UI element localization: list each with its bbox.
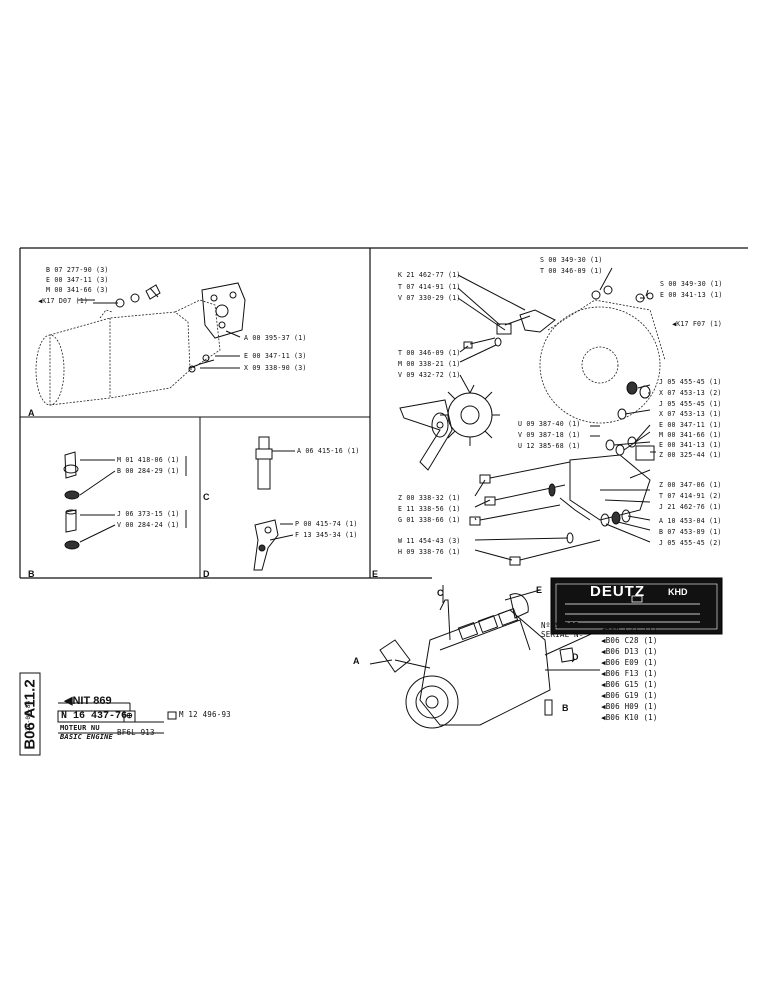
part-label: Z 00 338-32 (1) xyxy=(398,494,461,502)
callout-e: E xyxy=(536,585,543,595)
part-label: E 00 341-13 (1) xyxy=(659,441,722,449)
part-label: M 00 341-66 (1) xyxy=(659,431,722,439)
part-label: U 09 387-40 (1) xyxy=(518,420,581,428)
part-label: V 07 330-29 (1) xyxy=(398,294,461,302)
serial-label-fr: Nº SERIE xyxy=(541,621,579,630)
serial-label-en: SERIAL Nº xyxy=(541,630,584,639)
part-label: T 00 346-09 (1) xyxy=(540,267,603,275)
part-label: P 00 415-74 (1) xyxy=(295,520,358,528)
part-label: E 00 347-11 (3) xyxy=(244,352,307,360)
nameplate-sub: KHD xyxy=(668,587,688,597)
alternator-drawing xyxy=(539,299,666,424)
part-label: A 10 453-04 (1) xyxy=(659,517,722,525)
part-label: V 00 284-24 (1) xyxy=(117,521,180,529)
part-label: K 21 462-77 (1) xyxy=(398,271,461,279)
nameplate-brand: DEUTZ xyxy=(590,583,645,600)
part-label: A 06 415-16 (1) xyxy=(297,447,360,455)
part-label: W 11 454-43 (3) xyxy=(398,537,461,545)
ref-item: ◀B06 K10 (1) xyxy=(601,713,658,722)
part-label: T 07 414-91 (1) xyxy=(398,283,461,291)
section-label-d: D xyxy=(203,569,210,579)
alternate-part-number: M 12 496-93 xyxy=(179,710,231,719)
part-label: E 00 347-11 (1) xyxy=(659,421,722,429)
part-label: M 00 338-21 (1) xyxy=(398,360,461,368)
part-label: A 00 395-37 (1) xyxy=(244,334,307,342)
part-reference: ◀K17 F07 (1) xyxy=(672,320,723,328)
part-label: S 00 349-30 (1) xyxy=(660,280,723,288)
part-label: J 05 455-45 (1) xyxy=(659,400,722,408)
callout-c: C xyxy=(437,588,444,598)
lock-icon: ⊕ xyxy=(126,711,133,720)
section-label-c: C xyxy=(203,492,210,502)
part-label: B 00 284-29 (1) xyxy=(117,467,180,475)
ref-item: ◀B06 H09 (1) xyxy=(601,702,658,711)
part-label: J 05 455-45 (1) xyxy=(659,378,722,386)
part-label: Z 00 325-44 (1) xyxy=(659,451,722,459)
part-label: E 00 341-13 (1) xyxy=(660,291,723,299)
ref-item: ◀B06 D13 (1) xyxy=(601,647,658,656)
ref-item: ◀B06 E09 (1) xyxy=(601,658,658,667)
part-label: B 07 277-90 (3) xyxy=(46,266,109,274)
part-label: H 09 338-76 (1) xyxy=(398,548,461,556)
sheet-date: 26-09-84 xyxy=(25,700,32,732)
callout-a: A xyxy=(353,656,360,666)
ref-item: ◀B06 C28 (1) xyxy=(601,636,658,645)
part-label: J 05 455-45 (2) xyxy=(659,539,722,547)
engine-drawing xyxy=(369,585,601,729)
part-label: S 00 349-30 (1) xyxy=(540,256,603,264)
part-label: X 07 453-13 (2) xyxy=(659,389,722,397)
name-fr: MOTEUR NU xyxy=(60,724,100,732)
part-reference: ◀K17 D07 (1) xyxy=(38,297,89,305)
part-label: X 09 338-90 (3) xyxy=(244,364,307,372)
section-label-b: B xyxy=(28,569,35,579)
callout-d: D xyxy=(572,652,579,662)
part-label: J 06 373-15 (1) xyxy=(117,510,180,518)
name-en: BASIC ENGINE xyxy=(60,733,113,741)
part-label: X 07 453-13 (1) xyxy=(659,410,722,418)
ref-item: ◀B06 C27 (1) xyxy=(601,625,658,634)
ref-item: ◀B06 G15 (1) xyxy=(601,680,658,689)
part-label: Z 00 347-06 (1) xyxy=(659,481,722,489)
section-label-a: A xyxy=(28,408,35,418)
part-label: F 13 345-34 (1) xyxy=(295,531,358,539)
title-block-frame xyxy=(19,672,177,756)
ref-item: ◀B06 G19 (1) xyxy=(601,691,658,700)
part-label: V 09 432-72 (1) xyxy=(398,371,461,379)
nit-reference: ◀NIT 869 xyxy=(64,695,112,707)
engine-model: BF6L 913 xyxy=(117,728,155,737)
callout-b: B xyxy=(562,703,569,713)
part-label: B 07 453-89 (1) xyxy=(659,528,722,536)
part-label: E 00 347-11 (3) xyxy=(46,276,109,284)
part-label: T 00 346-09 (1) xyxy=(398,349,461,357)
deutz-nameplate-frame xyxy=(550,577,723,635)
part-label: M 01 418-06 (1) xyxy=(117,456,180,464)
starter-motor-drawing xyxy=(35,299,221,406)
section-label-e: E xyxy=(372,569,379,579)
part-label: V 09 387-18 (1) xyxy=(518,431,581,439)
part-number: N 16 437-76 xyxy=(61,711,128,722)
part-label: G 01 338-66 (1) xyxy=(398,516,461,524)
part-label: E 11 338-56 (1) xyxy=(398,505,461,513)
part-label: U 12 385-68 (1) xyxy=(518,442,581,450)
part-label: J 21 462-76 (1) xyxy=(659,503,722,511)
ref-item: ◀B06 F13 (1) xyxy=(601,669,658,678)
part-label: T 07 414-91 (2) xyxy=(659,492,722,500)
part-label: M 00 341-66 (3) xyxy=(46,286,109,294)
